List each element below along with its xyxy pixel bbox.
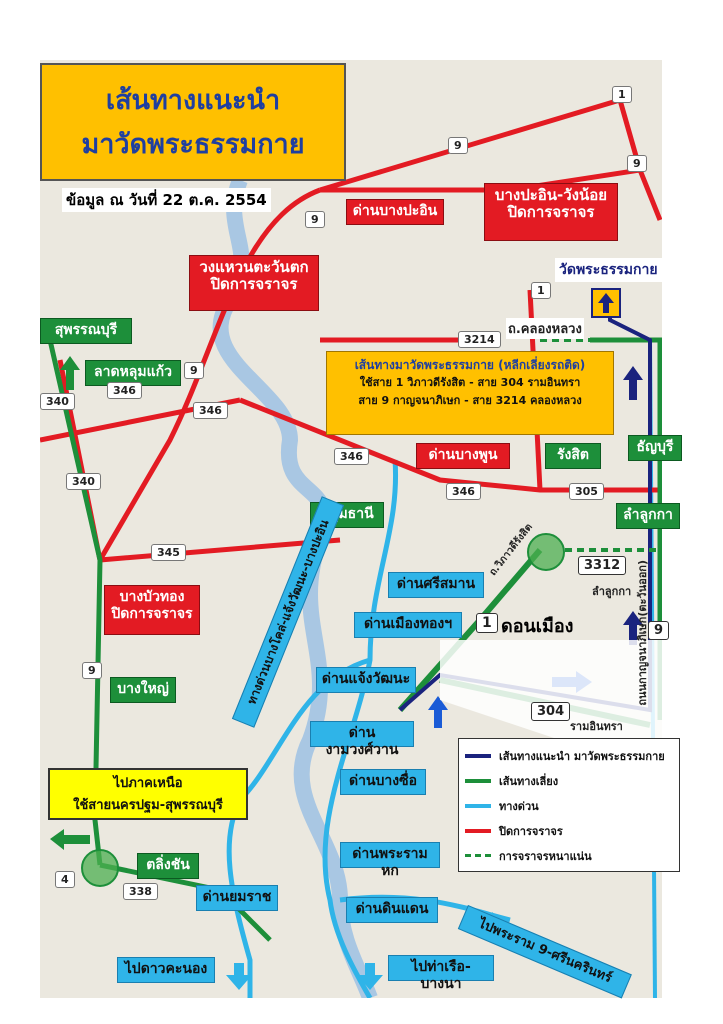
toll-chaeng-watthana[interactable]: ด่านแจ้งวัฒนะ [316, 667, 416, 693]
title-line-1: เส้นทางแนะนำ [105, 85, 281, 116]
arrow-up-304-icon [428, 696, 448, 728]
taling-chan-junction [81, 849, 119, 887]
map-legend: เส้นทางแนะนำ มาวัดพระธรรมกาย เส้นทางเลี่… [458, 738, 680, 872]
north-route-line-2: ใช้สายนครปฐม-สุพรรณบุรี [73, 798, 223, 813]
legend-row-expressway: ทางด่วน [465, 793, 673, 818]
road-number-1-don: 1 [476, 613, 498, 633]
place-taling-chan[interactable]: ตลิ่งชัน [137, 853, 199, 879]
road-number-9-right: 9 [627, 155, 647, 172]
route-info-title: เส้นทางมาวัดพระธรรมกาย (หลีกเลี่ยงรถติด) [354, 358, 586, 372]
place-rangsit[interactable]: รังสิต [545, 443, 601, 469]
road-number-338: 338 [123, 883, 158, 900]
road-number-9-east: 9 [648, 621, 670, 640]
road-lam-luk-ka-label: ลำลูกกา [592, 585, 632, 598]
road-number-305: 305 [569, 483, 604, 500]
place-bang-yai[interactable]: บางใหญ่ [110, 677, 176, 703]
title-line-2: มาวัดพระธรรมกาย [81, 129, 305, 160]
road-number-1-top: 1 [612, 86, 632, 103]
arrow-up-route-2-icon [623, 611, 643, 645]
road-number-1-mid: 1 [531, 282, 551, 299]
road-number-340-b: 340 [66, 473, 101, 490]
route-info-box: เส้นทางมาวัดพระธรรมกาย (หลีกเลี่ยงรถติด)… [326, 351, 614, 435]
title-box: เส้นทางแนะนำ มาวัดพระธรรมกาย [40, 63, 346, 181]
place-lat-lum-kaeo[interactable]: ลาดหลุมแก้ว [85, 360, 181, 386]
toll-yommarat[interactable]: ด่านยมราช [196, 885, 278, 911]
arrow-down-2-icon [357, 963, 383, 990]
toll-bang-sue[interactable]: ด่านบางซื่อ [340, 769, 426, 795]
to-dao-khanong[interactable]: ไปดาวคะนอง [117, 957, 215, 983]
place-suphanburi[interactable]: สุพรรณบุรี [40, 318, 132, 344]
road-number-340-a: 340 [40, 393, 75, 410]
closed-bangpa-in-wangnoi[interactable]: บางปะอิน-วังน้อย ปิดการจราจร [484, 183, 618, 241]
road-ram-inthra: รามอินทรา [570, 720, 623, 733]
rangsit-junction [527, 533, 565, 571]
arrow-down-1-icon [226, 963, 252, 990]
road-number-4: 4 [55, 871, 75, 888]
to-tha-ruea-bangna[interactable]: ไปท่าเรือ-บางนา [388, 955, 494, 992]
destination-label: วัดพระธรรมกาย [555, 258, 662, 282]
closed-bangphun-toll[interactable]: ด่านบางพูน [416, 443, 510, 469]
alt-road-left [47, 339, 103, 866]
legend-swatch-closed [465, 828, 491, 833]
legend-row-closed: ปิดการจราจร [465, 818, 673, 843]
road-number-9-b: 9 [184, 362, 204, 379]
road-number-3214: 3214 [458, 331, 501, 348]
road-number-346-c: 346 [334, 448, 369, 465]
legend-swatch-expressway [465, 803, 491, 808]
road-number-9-c: 9 [82, 662, 102, 679]
toll-phra-ram-hok[interactable]: ด่านพระรามหก [340, 842, 440, 879]
legend-swatch-alternative [465, 778, 491, 783]
arrow-up-suphan-icon [60, 356, 80, 390]
legend-label-recommended: เส้นทางแนะนำ มาวัดพระธรรมกาย [499, 749, 665, 763]
road-number-346-b: 346 [193, 402, 228, 419]
route-info-line-1: ใช้สาย 1 วิภาวดีรังสิต - สาย 304 รามอินท… [359, 376, 581, 389]
legend-label-expressway: ทางด่วน [499, 799, 539, 813]
road-number-3312: 3312 [578, 556, 627, 575]
legend-row-recommended: เส้นทางแนะนำ มาวัดพระธรรมกาย [465, 743, 673, 768]
place-thanyaburi[interactable]: ธัญบุรี [628, 435, 682, 461]
toll-ngam-wong-wan[interactable]: ด่านงามวงศ์วาน [310, 721, 414, 758]
closed-western-ring[interactable]: วงแหวนตะวันตก ปิดการจราจร [189, 255, 319, 311]
closed-bangbuathong[interactable]: บางบัวทอง ปิดการจราจร [104, 585, 200, 635]
road-number-346-a: 346 [107, 382, 142, 399]
road-number-304: 304 [531, 702, 571, 721]
closed-bangpa-in-line-1: บางปะอิน-วังน้อย [494, 186, 608, 204]
date-line: ข้อมูล ณ วันที่ 22 ต.ค. 2554 [62, 188, 271, 212]
route-highlight-panel [440, 640, 662, 740]
closed-bangbuathong-line-2: ปิดการจราจร [111, 606, 193, 622]
closed-western-ring-line-2: ปิดการจราจร [210, 275, 298, 293]
destination-marker[interactable] [591, 288, 621, 318]
arrow-up-destination-icon [598, 293, 614, 313]
legend-label-heavy-traffic: การจราจรหนาแน่น [499, 849, 592, 863]
closed-western-ring-line-1: วงแหวนตะวันตก [199, 258, 309, 276]
road-number-345: 345 [151, 544, 186, 561]
toll-din-daeng[interactable]: ด่านดินแดน [346, 897, 438, 923]
toll-si-saman[interactable]: ด่านศรีสมาน [388, 572, 484, 598]
north-route-line-1: ไปภาคเหนือ [113, 776, 183, 791]
legend-row-heavy-traffic: การจราจรหนาแน่น [465, 843, 673, 868]
arrow-left-north-icon [50, 829, 90, 850]
road-khlong-luang: ถ.คลองหลวง [506, 318, 584, 339]
closed-bangpa-in-line-2: ปิดการจราจร [507, 203, 595, 221]
road-number-346-d: 346 [446, 483, 481, 500]
legend-row-alternative: เส้นทางเลี่ยง [465, 768, 673, 793]
closed-bangpa-in-toll[interactable]: ด่านบางปะอิน [346, 199, 444, 225]
legend-swatch-recommended [465, 753, 491, 758]
arrow-up-route-icon [623, 366, 643, 400]
legend-swatch-heavy-traffic [465, 854, 491, 857]
alt-road-3214 [590, 337, 662, 720]
place-lam-luk-ka[interactable]: ลำลูกกา [616, 503, 680, 529]
legend-label-closed: ปิดการจราจร [499, 824, 563, 838]
expressway-line [322, 459, 399, 998]
place-don-mueang: ดอนเมือง [501, 616, 574, 637]
legend-label-alternative: เส้นทางเลี่ยง [499, 774, 559, 788]
toll-mueang-thong[interactable]: ด่านเมืองทองฯ [354, 612, 462, 638]
road-number-9-top: 9 [448, 137, 468, 154]
north-route-box: ไปภาคเหนือ ใช้สายนครปฐม-สุพรรณบุรี [48, 768, 248, 820]
road-number-9-a: 9 [305, 211, 325, 228]
route-info-line-2: สาย 9 กาญจนาภิเษก - สาย 3214 คลองหลวง [358, 394, 582, 407]
closed-bangbuathong-line-1: บางบัวทอง [119, 589, 185, 605]
